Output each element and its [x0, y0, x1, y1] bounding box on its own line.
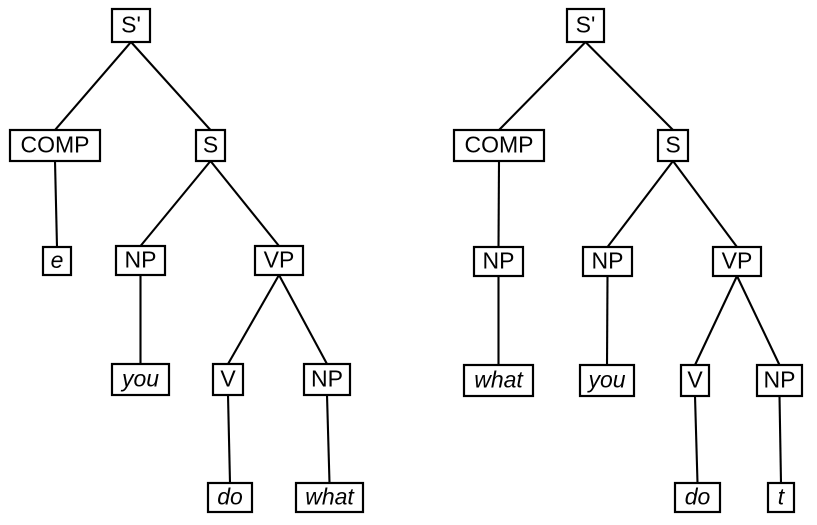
node-label-l-s: S [203, 132, 218, 158]
tree-node-r-s: S [656, 128, 690, 163]
node-label-r-you: you [586, 367, 625, 393]
node-label-l-np2: NP [311, 366, 343, 392]
node-box-r-do [673, 481, 722, 514]
tree-edge-r-v-to-r-do [693, 395, 699, 484]
node-box-r-sbar [565, 7, 606, 44]
tree-edge-r-s-to-r-np1 [606, 160, 674, 248]
tree-node-l-vp: VP [253, 244, 305, 277]
tree-node-r-np0: NP [472, 245, 525, 278]
tree-edge-r-sbar-to-r-comp [498, 41, 587, 131]
edges-layer [53, 41, 783, 484]
node-box-l-e [41, 245, 73, 277]
node-box-l-do [206, 481, 254, 514]
node-label-r-comp: COMP [465, 132, 534, 158]
node-label-r-sbar: S' [576, 12, 596, 38]
tree-edge-l-v-to-l-do [226, 394, 232, 484]
node-label-l-v: V [220, 366, 236, 392]
node-box-r-np2 [755, 363, 804, 398]
tree-node-l-comp: COMP [8, 128, 102, 163]
node-label-l-comp: COMP [21, 132, 90, 158]
tree-edge-l-comp-to-l-e [53, 160, 59, 248]
tree-edge-l-sbar-to-l-comp [54, 41, 132, 131]
tree-node-r-what: what [462, 363, 535, 398]
node-label-l-you: you [120, 366, 159, 392]
tree-node-l-you: you [110, 362, 171, 397]
tree-edge-l-s-to-l-vp [209, 160, 280, 247]
node-label-r-t: t [778, 484, 786, 510]
tree-node-r-sbar: S' [565, 7, 606, 44]
tree-node-l-sbar: S' [110, 7, 152, 44]
tree-node-r-vp: VP [711, 245, 763, 278]
node-label-l-what: what [305, 484, 355, 510]
node-box-l-np1 [114, 244, 167, 277]
tree-node-r-np2: NP [755, 363, 804, 398]
tree-edge-r-vp-to-r-np2 [736, 275, 781, 366]
tree-edge-l-vp-to-l-np2 [278, 274, 328, 365]
node-box-l-np2 [302, 362, 352, 397]
node-box-r-s [656, 128, 690, 163]
node-box-r-np0 [472, 245, 525, 278]
node-box-r-vp [711, 245, 763, 278]
node-label-r-np2: NP [764, 367, 796, 393]
tree-edge-r-sbar-to-r-s [584, 41, 674, 131]
tree-node-r-you: you [578, 363, 636, 398]
node-box-r-np1 [581, 245, 634, 278]
node-box-r-you [578, 363, 636, 398]
node-label-r-what: what [474, 367, 524, 393]
node-label-r-np1: NP [592, 248, 624, 274]
tree-node-r-np1: NP [581, 245, 634, 278]
node-label-r-s: S [665, 132, 680, 158]
node-box-r-t [766, 481, 796, 514]
tree-edge-l-sbar-to-l-s [130, 41, 212, 131]
tree-node-l-np1: NP [114, 244, 167, 277]
tree-edge-r-vp-to-r-v [694, 275, 738, 366]
tree-edge-r-np1-to-r-you [605, 275, 609, 366]
tree-node-l-np2: NP [302, 362, 352, 397]
tree-edge-l-vp-to-l-v [227, 274, 280, 365]
tree-edge-r-s-to-r-vp [672, 160, 738, 248]
node-label-r-do: do [685, 484, 711, 510]
node-box-l-you [110, 362, 171, 397]
tree-node-l-do: do [206, 481, 254, 514]
tree-edge-r-np2-to-r-t [778, 395, 783, 484]
node-label-r-np0: NP [483, 248, 515, 274]
tree-node-r-v: V [679, 363, 711, 398]
node-box-r-v [679, 363, 711, 398]
tree-node-l-s: S [194, 128, 227, 163]
tree-node-r-do: do [673, 481, 722, 514]
node-box-r-what [462, 363, 535, 398]
node-label-r-v: V [687, 367, 703, 393]
tree-edge-r-comp-to-r-np0 [497, 160, 501, 248]
node-box-r-comp [452, 128, 546, 163]
tree-node-l-v: V [211, 362, 245, 397]
node-label-l-vp: VP [264, 247, 295, 273]
node-label-l-sbar: S' [121, 12, 141, 38]
node-box-l-sbar [110, 7, 152, 44]
node-label-l-do: do [217, 484, 243, 510]
node-box-l-what [294, 481, 365, 514]
node-label-l-np1: NP [125, 247, 157, 273]
tree-edge-l-s-to-l-np1 [139, 160, 212, 247]
tree-node-r-comp: COMP [452, 128, 546, 163]
node-label-l-e: e [51, 247, 64, 273]
node-box-l-comp [8, 128, 102, 163]
node-box-l-vp [253, 244, 305, 277]
tree-edge-l-np2-to-l-what [325, 394, 331, 484]
tree-node-l-e: e [41, 245, 73, 277]
tree-node-l-what: what [294, 481, 365, 514]
node-box-l-v [211, 362, 245, 397]
tree-node-r-t: t [766, 481, 796, 514]
node-label-r-vp: VP [722, 248, 753, 274]
node-box-l-s [194, 128, 227, 163]
